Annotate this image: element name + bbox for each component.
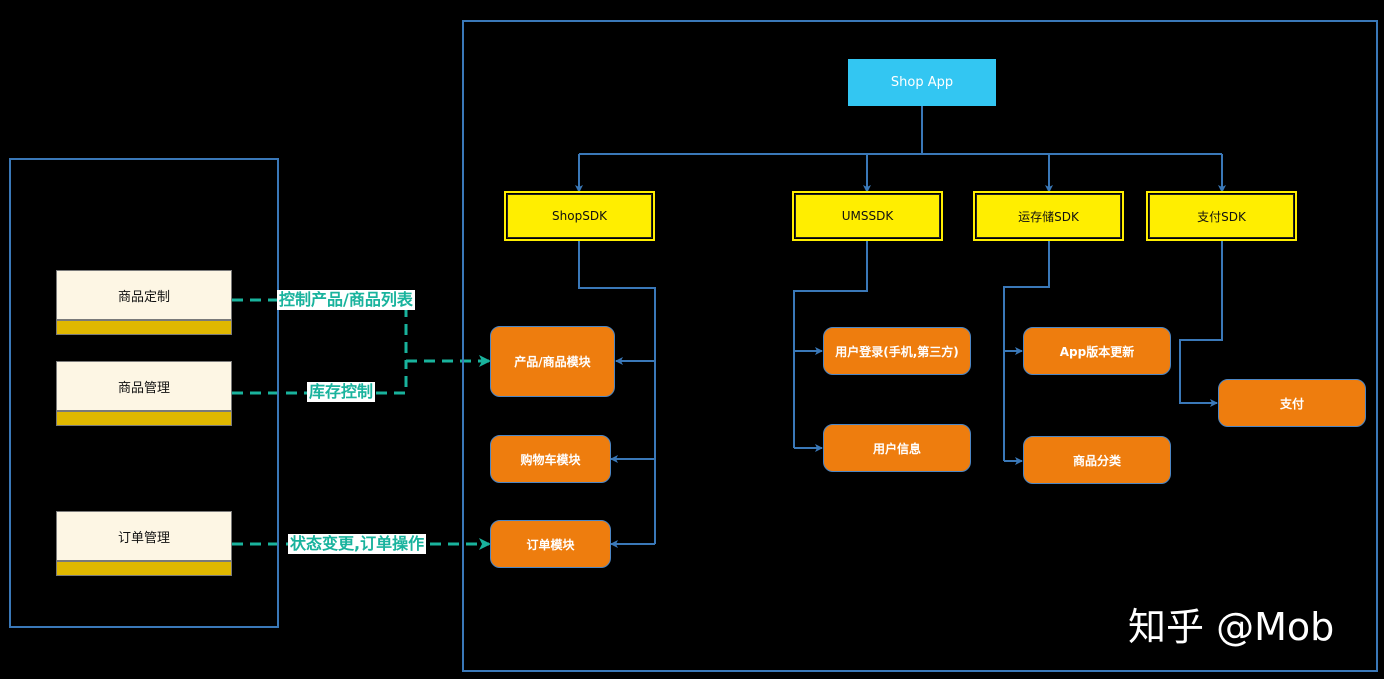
shopsdk-trunk <box>578 240 656 544</box>
admin-item-label: 商品管理 <box>56 361 232 411</box>
admin-item-label: 订单管理 <box>56 511 232 561</box>
sdk-label: UMSSDK <box>841 209 894 223</box>
edge-label-inventory: 库存控制 <box>307 382 376 402</box>
sdk-label: 运存储SDK <box>1018 209 1079 224</box>
module-user-login[interactable]: 用户登录(手机,第三方) <box>823 327 971 375</box>
admin-item-orders[interactable]: 订单管理 <box>56 511 232 577</box>
storage-sdk-node[interactable]: 运存储SDK <box>973 191 1124 241</box>
module-app-update[interactable]: App版本更新 <box>1023 327 1171 375</box>
edge-label-order-status: 状态变更,订单操作 <box>288 534 427 554</box>
admin-frame <box>9 158 279 628</box>
module-pay[interactable]: 支付 <box>1218 379 1366 427</box>
admin-item-bar <box>56 320 232 335</box>
sdk-label: ShopSDK <box>552 209 607 223</box>
module-product[interactable]: 产品/商品模块 <box>490 326 615 397</box>
shop-app-node[interactable]: Shop App <box>848 59 996 106</box>
admin-item-bar <box>56 561 232 576</box>
admin-item-bar <box>56 411 232 426</box>
admin-item-customize[interactable]: 商品定制 <box>56 270 232 336</box>
admin-item-label: 商品定制 <box>56 270 232 320</box>
dashed-edge-manage <box>232 361 408 395</box>
umssdk-node[interactable]: UMSSDK <box>792 191 943 241</box>
watermark: 知乎 @Mob <box>1128 605 1335 649</box>
umssdk-trunk <box>793 240 868 448</box>
admin-item-manage[interactable]: 商品管理 <box>56 361 232 427</box>
storagesdk-trunk <box>1003 240 1050 461</box>
edge-label-control-products: 控制产品/商品列表 <box>277 290 415 310</box>
module-category[interactable]: 商品分类 <box>1023 436 1171 484</box>
module-cart[interactable]: 购物车模块 <box>490 435 611 483</box>
sdk-label: 支付SDK <box>1197 209 1246 224</box>
shopsdk-node[interactable]: ShopSDK <box>504 191 655 241</box>
module-order[interactable]: 订单模块 <box>490 520 611 568</box>
module-user-info[interactable]: 用户信息 <box>823 424 971 472</box>
pay-sdk-node[interactable]: 支付SDK <box>1146 191 1297 241</box>
app-frame <box>462 20 1378 672</box>
edge-paysdk-pay <box>1179 240 1223 407</box>
